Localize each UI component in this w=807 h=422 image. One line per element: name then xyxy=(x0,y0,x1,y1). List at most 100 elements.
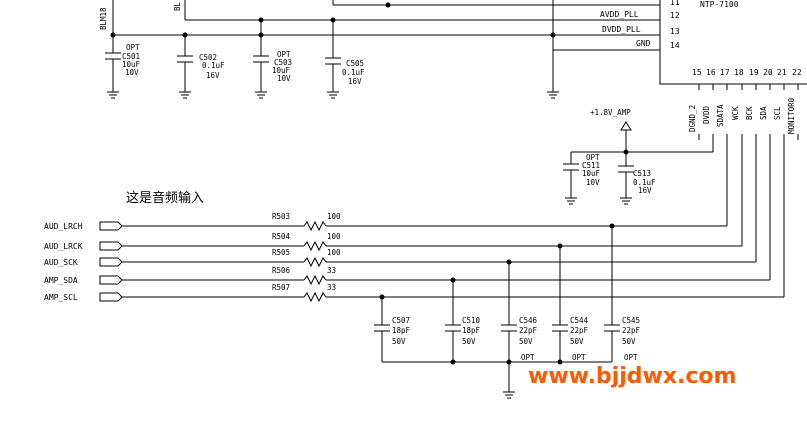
cap-voltage: 50V xyxy=(570,337,584,346)
cap-value: 10uF xyxy=(272,66,291,75)
cap-c503: OPT C503 10uF 10V xyxy=(253,50,292,92)
cap-ref: C507 xyxy=(392,316,410,325)
ic-ntp7100: NTP-7100 11 12 13 14 15 16 17 18 19 20 2… xyxy=(659,0,807,85)
cap-ref: C513 xyxy=(633,169,651,178)
pin-num-16: 16 xyxy=(706,68,716,77)
resistor-value: 33 xyxy=(327,283,336,292)
port-flag-icon xyxy=(99,241,123,251)
signal-row-amp-sda: AMP_SDA R506 33 xyxy=(44,266,770,286)
junction-dot xyxy=(450,359,456,365)
cap-opt: OPT xyxy=(586,153,600,162)
cap-ref: C546 xyxy=(519,316,538,325)
junction-dot xyxy=(550,32,556,38)
cap-value: 22pF xyxy=(622,326,641,335)
pin-num-22: 22 xyxy=(792,68,802,77)
junction-dot xyxy=(557,359,563,365)
ground-symbols-top xyxy=(107,91,559,99)
cap-value: 10uF xyxy=(582,169,601,178)
junction-dot xyxy=(258,32,264,38)
pin-num-20: 20 xyxy=(763,68,773,77)
cap-value: 0.1uF xyxy=(202,61,225,70)
resistor-ref: R507 xyxy=(272,283,290,292)
cap-voltage: 50V xyxy=(519,337,533,346)
net-label-gnd: GND xyxy=(636,39,651,48)
pin-name-monitor0: MONITOR0 xyxy=(787,97,796,134)
junction-dot xyxy=(258,17,264,23)
cap-opt: OPT xyxy=(277,50,291,59)
junction-dot xyxy=(506,359,512,365)
resistor-value: 100 xyxy=(327,212,341,221)
pin-num-18: 18 xyxy=(734,68,744,77)
pin-name-sda: SDA xyxy=(759,106,768,120)
port-flag-icon xyxy=(99,257,123,267)
pin-name-scl: SCL xyxy=(773,106,782,120)
pin-num-12: 12 xyxy=(670,11,680,20)
cap-ref: C510 xyxy=(462,316,481,325)
pin-num-15: 15 xyxy=(692,68,702,77)
pin-num-14: 14 xyxy=(670,41,680,50)
resistor-icon xyxy=(303,240,327,252)
bottom-caps: C507 18pF 50V C510 18pF 50V C546 22pF 50… xyxy=(374,223,641,399)
cap-ref: C505 xyxy=(346,59,364,68)
resistor-value: 33 xyxy=(327,266,336,275)
pin-num-17: 17 xyxy=(720,68,730,77)
resistor-icon xyxy=(303,274,327,286)
resistor-ref: R504 xyxy=(272,232,291,241)
cap-voltage: 50V xyxy=(392,337,406,346)
cap-voltage: 16V xyxy=(638,186,652,195)
pin-num-11-top: 11 xyxy=(670,0,680,7)
pin-num-19: 19 xyxy=(749,68,759,77)
cap-opt: OPT xyxy=(521,353,535,362)
cap-c501: OPT C501 10uF 10V xyxy=(105,35,141,92)
pin-num-21: 21 xyxy=(777,68,787,77)
cap-value: 22pF xyxy=(570,326,589,335)
port-flag-icon xyxy=(99,292,123,302)
pin-name-wck: WCK xyxy=(731,106,740,120)
resistor-icon xyxy=(303,256,327,268)
cap-ref: C501 xyxy=(122,52,140,61)
pin-name-dvdd: DVDD xyxy=(702,105,711,124)
resistor-ref: R505 xyxy=(272,248,290,257)
cap-ref: C545 xyxy=(622,316,640,325)
cap-ref: C503 xyxy=(274,58,292,67)
net-label: AUD_SCK xyxy=(44,258,78,267)
cap-value: 10uF xyxy=(122,60,141,69)
net-label-dvdd-pll: DVDD_PLL xyxy=(602,25,641,34)
resistor-icon xyxy=(303,220,327,232)
bead-label-2: BL xyxy=(173,1,182,11)
pin-name-bck: BCK xyxy=(745,106,754,120)
signal-row-aud-lrck: AUD_LRCK R504 100 xyxy=(44,232,742,252)
resistor-ref: R503 xyxy=(272,212,290,221)
cap-value: 0.1uF xyxy=(633,178,656,187)
annotation-text: 这是音频输入 xyxy=(126,190,204,206)
top-rails: AVDD_PLL DVDD_PLL GND BLM18 BL xyxy=(99,0,660,92)
junction-dot xyxy=(330,17,336,23)
cap-voltage: 16V xyxy=(348,77,362,86)
net-label: AUD_LRCH xyxy=(44,222,83,231)
signal-row-aud-lrch: AUD_LRCH R503 100 xyxy=(44,212,727,232)
port-flag-icon xyxy=(99,221,123,231)
pin-name-sdata: SDATA xyxy=(716,104,725,127)
bead-label: BLM18 xyxy=(99,7,108,30)
cap-value: 18pF xyxy=(392,326,411,335)
watermark-text: www.bjjdwx.com xyxy=(528,364,736,389)
resistor-value: 100 xyxy=(327,232,341,241)
cap-ref: C544 xyxy=(570,316,589,325)
cap-voltage: 10V xyxy=(586,178,600,187)
cap-opt: OPT xyxy=(572,353,586,362)
cap-voltage: 50V xyxy=(622,337,636,346)
cap-value: 18pF xyxy=(462,326,481,335)
cap-ref: C502 xyxy=(199,53,217,62)
net-label: AMP_SDA xyxy=(44,276,78,285)
cap-c502: C502 0.1uF 16V xyxy=(177,35,225,92)
cap-c505: C505 0.1uF 16V xyxy=(325,55,365,92)
ic-name: NTP-7100 xyxy=(700,0,739,9)
cap-value: 0.1uF xyxy=(342,68,365,77)
pin-name-dgnd2: DGND_2 xyxy=(688,105,697,132)
resistor-ref: R506 xyxy=(272,266,291,275)
net-label-avdd-pll: AVDD_PLL xyxy=(600,10,639,19)
net-label: AUD_LRCK xyxy=(44,242,83,251)
cap-voltage: 16V xyxy=(206,71,220,80)
